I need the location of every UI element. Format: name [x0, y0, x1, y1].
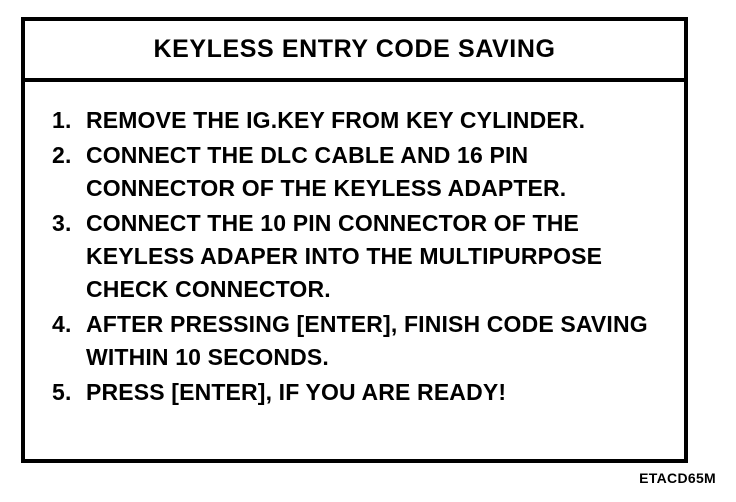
step-number: 5.: [52, 379, 72, 405]
step-line: AFTER PRESSING [ENTER], FINISH CODE SAVI…: [86, 311, 648, 337]
step-line: CONNECT THE 10 PIN CONNECTOR OF THE: [86, 210, 579, 236]
step-text: PRESS [ENTER], IF YOU ARE READY!: [86, 376, 674, 409]
list-item: 5. PRESS [ENTER], IF YOU ARE READY!: [52, 376, 674, 409]
figure-reference-code: ETACD65M: [639, 470, 716, 486]
step-line: WITHIN 10 SECONDS.: [86, 344, 329, 370]
instruction-panel: KEYLESS ENTRY CODE SAVING 1. REMOVE THE …: [21, 17, 688, 463]
step-number: 4.: [52, 311, 72, 337]
step-line: PRESS [ENTER], IF YOU ARE READY!: [86, 379, 507, 405]
list-item: 1. REMOVE THE IG.KEY FROM KEY CYLINDER.: [52, 104, 674, 137]
instruction-step-list: 1. REMOVE THE IG.KEY FROM KEY CYLINDER. …: [52, 104, 674, 409]
instruction-body: 1. REMOVE THE IG.KEY FROM KEY CYLINDER. …: [25, 82, 684, 459]
page-title: KEYLESS ENTRY CODE SAVING: [153, 35, 556, 63]
step-number: 2.: [52, 142, 72, 168]
step-line: KEYLESS ADAPER INTO THE MULTIPURPOSE: [86, 243, 603, 269]
step-number: 3.: [52, 210, 72, 236]
step-line: REMOVE THE IG.KEY FROM KEY CYLINDER.: [86, 107, 586, 133]
step-number: 1.: [52, 107, 72, 133]
step-text: CONNECT THE 10 PIN CONNECTOR OF THE KEYL…: [86, 207, 674, 306]
step-text: AFTER PRESSING [ENTER], FINISH CODE SAVI…: [86, 308, 674, 374]
step-text: REMOVE THE IG.KEY FROM KEY CYLINDER.: [86, 104, 674, 137]
step-line: CONNECT THE DLC CABLE AND 16 PIN: [86, 142, 529, 168]
list-item: 3. CONNECT THE 10 PIN CONNECTOR OF THE K…: [52, 207, 674, 306]
step-line: CONNECTOR OF THE KEYLESS ADAPTER.: [86, 175, 567, 201]
panel-title-bar: KEYLESS ENTRY CODE SAVING: [25, 21, 684, 82]
step-line: CHECK CONNECTOR.: [86, 276, 331, 302]
step-text: CONNECT THE DLC CABLE AND 16 PIN CONNECT…: [86, 139, 674, 205]
list-item: 4. AFTER PRESSING [ENTER], FINISH CODE S…: [52, 308, 674, 374]
list-item: 2. CONNECT THE DLC CABLE AND 16 PIN CONN…: [52, 139, 674, 205]
